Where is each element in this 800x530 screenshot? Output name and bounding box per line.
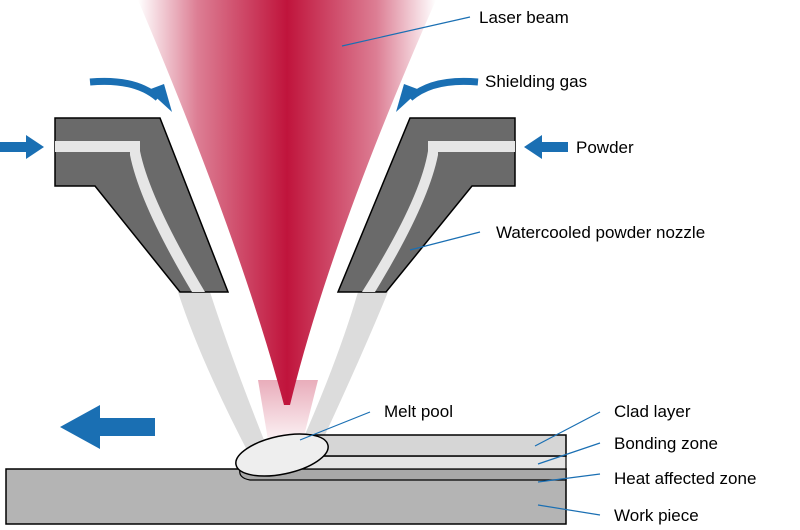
- powder-arrow-left-icon: [0, 135, 44, 159]
- leader-nozzle: [409, 231, 481, 251]
- nozzle-right: [336, 117, 516, 293]
- label-clad-layer: Clad layer: [614, 402, 691, 421]
- label-heat-affected-zone: Heat affected zone: [614, 469, 756, 488]
- powder-stream-left: [178, 292, 268, 456]
- leader-melt-pool: [299, 411, 371, 441]
- label-melt-pool: Melt pool: [384, 402, 453, 421]
- powder-stream-right: [300, 292, 388, 450]
- leader-clad-layer: [534, 411, 601, 447]
- heat-affected-zone: [239, 468, 567, 481]
- label-bonding-zone: Bonding zone: [614, 434, 718, 453]
- label-powder: Powder: [576, 138, 634, 157]
- label-work-piece: Work piece: [614, 506, 699, 525]
- powder-arrow-right-icon: [524, 135, 568, 159]
- melt-pool: [235, 433, 329, 477]
- nozzle-right-channel: [362, 141, 515, 292]
- nozzle-left: [54, 117, 230, 293]
- leader-work-piece: [537, 504, 601, 516]
- clad-layer: [288, 434, 567, 457]
- leader-haz: [537, 473, 601, 483]
- motion-direction-arrow-icon: [60, 405, 155, 449]
- shielding-gas-arrow-left-icon: [89, 77, 172, 112]
- label-shielding-gas: Shielding gas: [485, 72, 587, 91]
- label-nozzle: Watercooled powder nozzle: [496, 223, 705, 242]
- nozzle-left-channel: [55, 141, 205, 292]
- label-laser-beam: Laser beam: [479, 8, 569, 27]
- shielding-gas-arrow-right-icon: [396, 77, 479, 112]
- leader-laser-beam: [341, 16, 471, 47]
- leader-bonding-zone: [537, 442, 601, 465]
- laser-beam: [138, 0, 436, 405]
